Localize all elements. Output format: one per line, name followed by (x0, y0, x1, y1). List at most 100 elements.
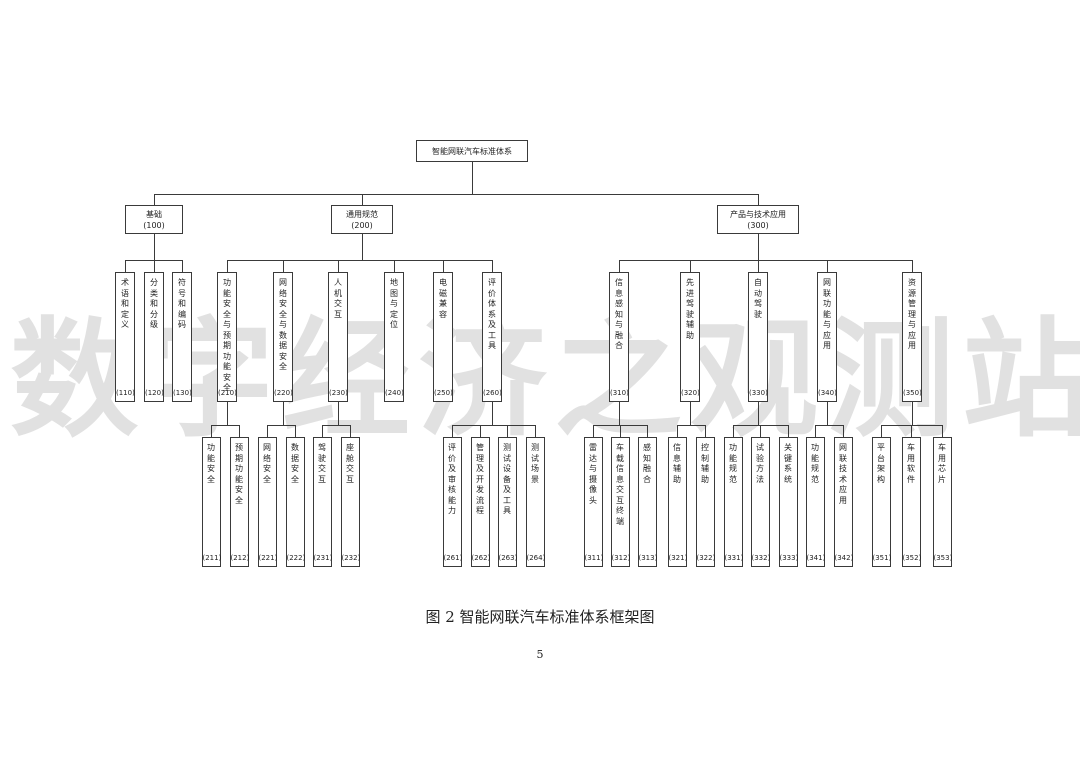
page-number: 5 (536, 648, 544, 661)
node-label: 试验方法 (756, 443, 764, 484)
connector-line (267, 425, 269, 437)
connector-line (322, 425, 324, 437)
node-label: 符号和编码 (178, 278, 186, 329)
node-label: 自动驾驶 (754, 278, 762, 319)
connector-line (758, 234, 760, 260)
level3-node: 管理及开发流程(262) (470, 437, 491, 567)
node-label: 感知融合 (643, 443, 651, 484)
connector-line (350, 425, 352, 437)
node-code: (230) (329, 389, 348, 397)
node-code: (250) (434, 389, 453, 397)
node-label: 产品与技术应用 (730, 209, 786, 219)
node-label: 人机交互 (334, 278, 342, 319)
node-label: 车载信息交互终端 (616, 443, 624, 526)
node-label: 控制辅助 (701, 443, 709, 484)
node-label: 智能网联汽车标准体系 (432, 146, 512, 156)
node-label: 预期功能安全 (235, 443, 243, 505)
connector-line (815, 425, 844, 427)
connector-line (362, 234, 364, 260)
level2-node: 信息感知与融合(310) (609, 272, 629, 402)
level1-node: 产品与技术应用(300) (717, 205, 799, 234)
node-label: 资源管理与应用 (908, 278, 916, 350)
level2-node: 电磁兼容 (250) (433, 272, 453, 402)
connector-line (362, 194, 364, 205)
level2-node: 分类和分级 (120) (144, 272, 164, 402)
node-code: (222) (286, 554, 306, 562)
level3-node: 评价及审核能力(261) (442, 437, 462, 567)
node-label: 功能规范 (811, 443, 819, 484)
level3-node: 感知融合(313) (637, 437, 657, 567)
connector-line (295, 425, 297, 437)
connector-line (507, 425, 509, 437)
level3-node: 数据安全 (222) (285, 437, 306, 567)
connector-line (154, 260, 156, 272)
node-code: (333) (779, 554, 799, 562)
node-label: 网络安全 (263, 443, 271, 484)
node-code: (120) (145, 389, 164, 397)
node-code: (130) (173, 389, 192, 397)
connector-line (733, 425, 735, 437)
connector-line (154, 234, 156, 260)
node-label: 雷达与摄像头 (589, 443, 597, 505)
level3-node: 网络安全(221) (257, 437, 277, 567)
node-code: (260) (483, 389, 502, 397)
connector-line (338, 260, 340, 272)
level2-node: 先进驾驶辅助(320) (680, 272, 700, 402)
connector-line (452, 425, 454, 437)
connector-line (452, 425, 536, 427)
root-node: 智能网联汽车标准体系 (416, 140, 528, 162)
node-label: 术语和定义 (121, 278, 129, 329)
node-code: (351) (872, 554, 892, 562)
node-code: (331) (724, 554, 744, 562)
node-code: (350) (903, 389, 922, 397)
node-code: (300) (747, 220, 769, 230)
connector-line (911, 425, 913, 437)
node-label: 功能安全 (207, 443, 215, 484)
level3-node: 试验方法(332) (750, 437, 770, 567)
connector-line (535, 425, 537, 437)
node-code: (200) (351, 220, 373, 230)
node-code: (232) (341, 554, 361, 562)
connector-line (827, 402, 829, 425)
level3-node: 车用芯片(353) (932, 437, 952, 567)
node-code: (262) (471, 554, 491, 562)
node-label: 分类和分级 (150, 278, 158, 329)
node-label: 功能安全与预期功能安全 (223, 278, 231, 392)
node-label: 功能规范 (729, 443, 737, 484)
node-label: 评价体系及工具 (488, 278, 496, 350)
connector-line (677, 425, 706, 427)
level2-node: 人机交互 (230) (328, 272, 348, 402)
node-label: 平台架构 (877, 443, 885, 484)
level2-node: 网络安全与数据安全 (220) (273, 272, 293, 402)
node-label: 数据安全 (291, 443, 299, 484)
node-code: (220) (274, 389, 293, 397)
node-code: (322) (696, 554, 716, 562)
node-label: 电磁兼容 (439, 278, 447, 319)
connector-line (942, 425, 944, 437)
connector-line (227, 260, 229, 272)
level2-node: 评价体系及工具 (260) (482, 272, 502, 402)
connector-line (182, 260, 184, 272)
node-label: 网络安全与数据安全 (279, 278, 287, 371)
figure-caption: 图 2 智能网联汽车标准体系框架图 (425, 608, 655, 626)
level2-node: 资源管理与应用 (350) (902, 272, 922, 402)
node-code: (210) (218, 389, 237, 397)
connector-line (283, 260, 285, 272)
node-code: (311) (584, 554, 604, 562)
node-label: 网联功能与应用 (823, 278, 831, 350)
node-label: 先进驾驶辅助 (686, 278, 694, 340)
connector-line (912, 260, 914, 272)
level2-node: 自动驾驶(330) (748, 272, 768, 402)
connector-line (827, 260, 829, 272)
node-code: (231) (313, 554, 333, 562)
level3-node: 测试场景(264) (525, 437, 545, 567)
node-code: (341) (806, 554, 826, 562)
node-label: 基础 (146, 209, 162, 219)
connector-line (492, 402, 494, 425)
level3-node: 信息辅助(321) (667, 437, 687, 567)
node-label: 车用软件 (907, 443, 915, 484)
node-label: 车用芯片 (938, 443, 946, 484)
node-label: 通用规范 (346, 209, 378, 219)
node-label: 评价及审核能力 (448, 443, 456, 515)
